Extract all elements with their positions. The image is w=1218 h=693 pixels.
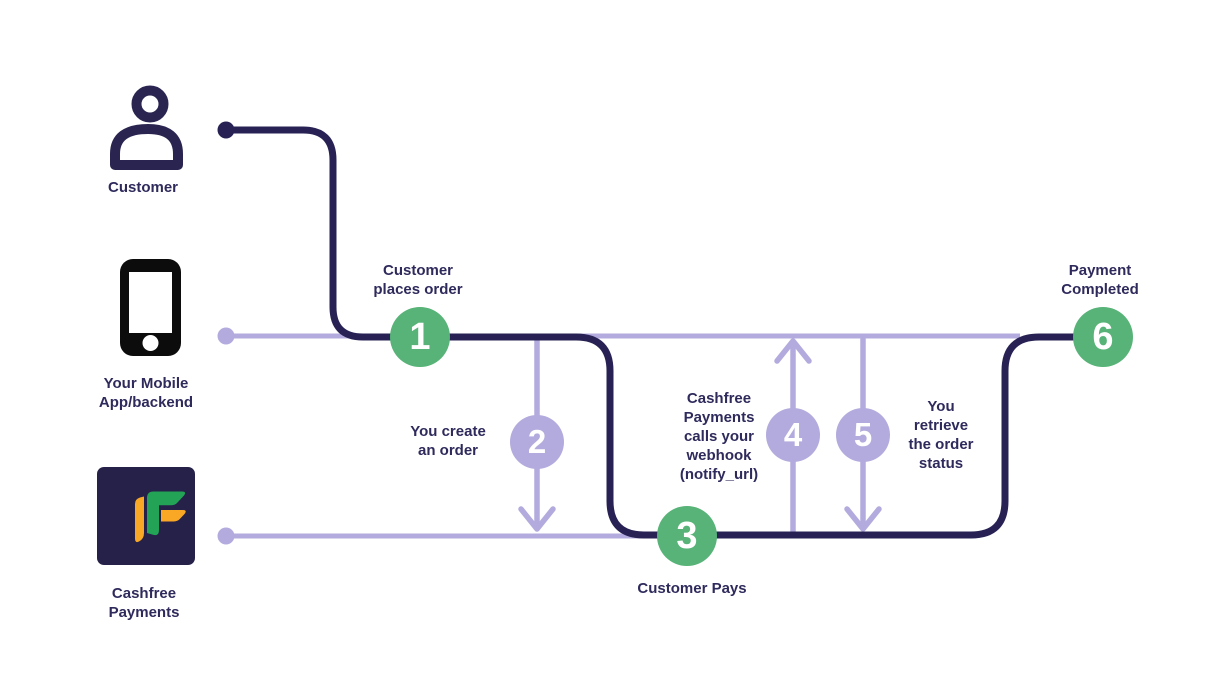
cashfree-logo	[97, 467, 195, 570]
arrow-head-down-icon	[844, 506, 882, 532]
customer-lane-dot	[217, 121, 235, 139]
step-label-you-create-an-order: You create an order	[410, 423, 486, 459]
step-number: 1	[409, 315, 431, 358]
step-circle-3: 3	[657, 506, 717, 566]
cashfree-lane-dot	[217, 527, 235, 545]
step-circle-5: 5	[836, 408, 890, 462]
step-number: 4	[783, 416, 803, 453]
main-flow-path	[222, 126, 1104, 539]
person-icon	[108, 82, 184, 175]
step-label-payment-completed: Payment Completed	[1061, 262, 1139, 298]
arrow-head-down-icon	[518, 506, 556, 532]
arrow-head-up-icon	[774, 338, 812, 364]
step-number: 2	[527, 423, 547, 460]
step-label-customer-pays: Customer Pays	[637, 580, 747, 597]
logo-yellow-middle-bar	[161, 510, 186, 522]
lane-label-customer: Customer	[107, 179, 178, 196]
step-number: 6	[1092, 315, 1114, 358]
step-circle-6: 6	[1073, 307, 1133, 367]
logo-green-f	[147, 491, 186, 536]
step-label-retrieve-order-status: You retrieve the order status	[908, 398, 974, 472]
lane-label-mobile-app: Your Mobile App/backend	[98, 375, 194, 411]
lane-label-cashfree: Cashfree Payments	[108, 585, 180, 621]
step-number: 3	[676, 514, 698, 557]
step-circle-1: 1	[390, 307, 450, 367]
logo-yellow-bar	[135, 496, 144, 543]
step-label-customer-places-order: Customer places order	[373, 262, 463, 298]
step-number: 5	[853, 416, 873, 453]
step-label-webhook: Cashfree Payments calls your webhook (no…	[679, 390, 759, 483]
mobile-lane-dot	[217, 327, 235, 345]
step-circle-2: 2	[510, 415, 564, 469]
step-circle-4: 4	[766, 408, 820, 462]
phone-icon	[120, 259, 181, 361]
